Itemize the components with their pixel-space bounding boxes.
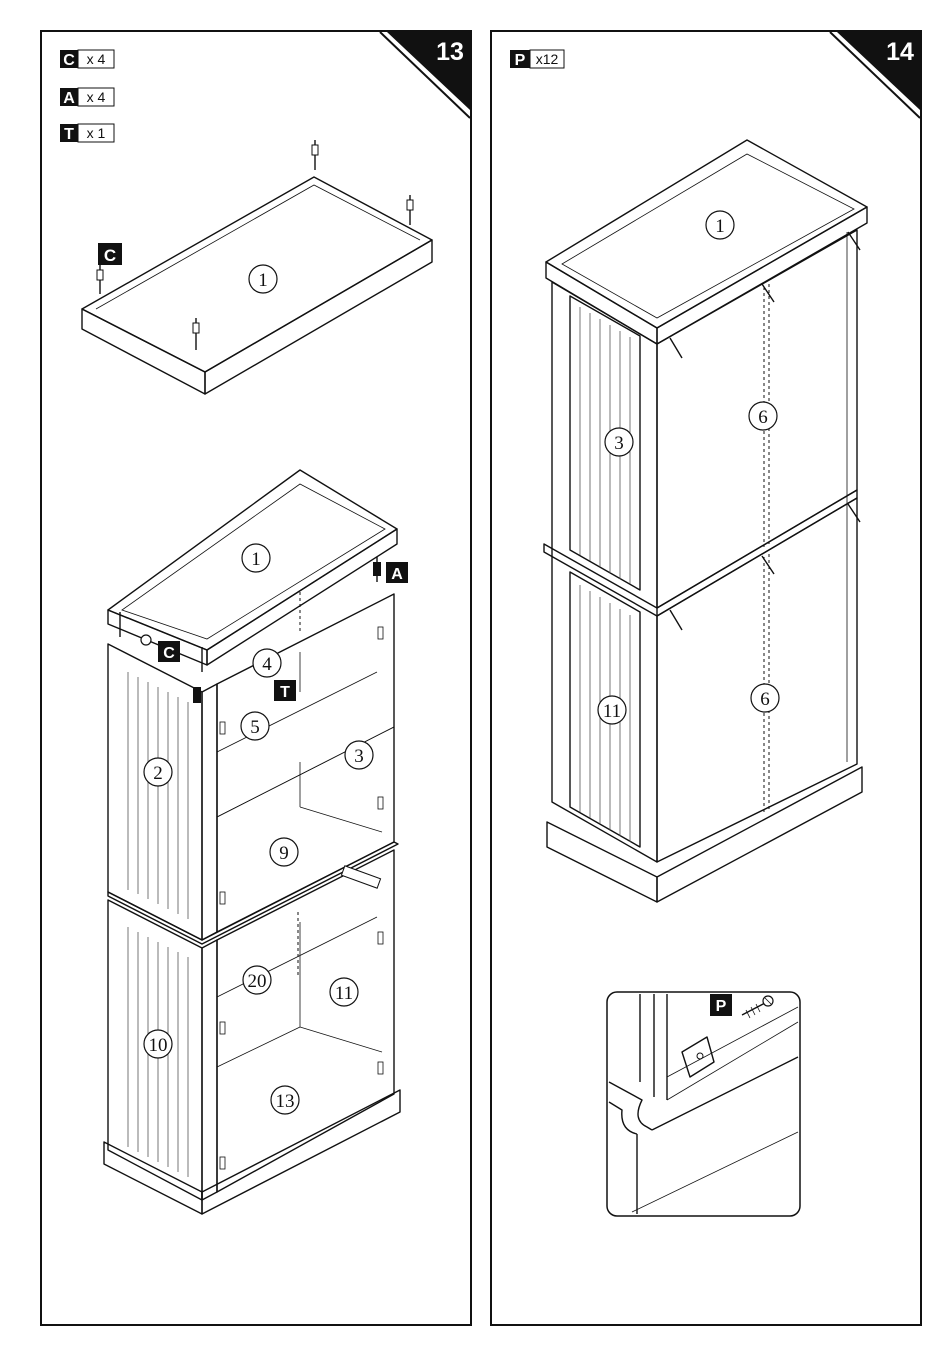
plinth-front	[657, 767, 862, 902]
part-t-code: T	[64, 126, 74, 143]
part-3-label: 3	[605, 428, 633, 456]
part-c-badge: C x 4	[60, 50, 114, 69]
part-11-label: 11	[598, 696, 626, 724]
part-1-number: 1	[258, 270, 268, 291]
part-p-qty: x12	[536, 51, 559, 67]
plinth-front	[202, 1090, 400, 1214]
part-1-label: 1	[249, 265, 277, 293]
hinge-mark	[220, 892, 225, 904]
middle-band	[108, 842, 398, 944]
part-p-badge: P x12	[510, 50, 564, 69]
part-6-number: 6	[758, 407, 768, 428]
part-c-label: C	[104, 246, 116, 265]
hinge-mark	[220, 1022, 225, 1034]
part-5-number: 5	[250, 717, 260, 738]
inset-detail: P	[607, 992, 800, 1216]
part-9-number: 9	[279, 843, 289, 864]
part-t-callout: T	[274, 680, 296, 701]
part-11-number: 11	[335, 983, 353, 1004]
step-14-illustration: 14 P x12	[492, 32, 920, 1324]
shelf-rail	[341, 866, 380, 888]
part-c-code: C	[63, 52, 75, 69]
part-c-callout: C	[98, 243, 122, 265]
part-11-number: 11	[603, 701, 621, 722]
top-panel-detail: C 1	[82, 140, 432, 394]
hinge-mark	[220, 722, 225, 734]
step-number: 14	[886, 38, 914, 66]
cabinet-assembly: A C T 1 4 5 3 2 9 20 11 10 13	[104, 470, 408, 1214]
plinth-side	[104, 1142, 202, 1214]
screw-markers	[670, 232, 860, 630]
part-10-number: 10	[149, 1035, 168, 1056]
part-1-number: 1	[715, 216, 725, 237]
hinge-mark	[220, 1157, 225, 1169]
part-c-label: C	[163, 645, 175, 662]
part-p-code: P	[515, 52, 526, 69]
hinge-mark	[378, 932, 383, 944]
middle-band	[544, 490, 857, 616]
part-1-label: 1	[242, 544, 270, 572]
hinge-mark	[378, 1062, 383, 1074]
part-4-number: 4	[262, 654, 272, 675]
part-2-label: 2	[144, 758, 172, 786]
step-13-panel: 13 C x 4 A x 4 T x 1	[40, 30, 472, 1326]
part-3-number: 3	[614, 433, 624, 454]
step-number: 13	[436, 38, 464, 66]
hinge-mark	[378, 797, 383, 809]
parts-list: C x 4 A x 4 T x 1	[60, 50, 114, 143]
part-2-number: 2	[153, 763, 163, 784]
part-9-label: 9	[270, 838, 298, 866]
part-c-qty: x 4	[87, 51, 106, 67]
part-1-label: 1	[706, 211, 734, 239]
part-6-label: 6	[751, 684, 779, 712]
part-p-callout: P	[710, 994, 732, 1016]
part-3-label: 3	[345, 741, 373, 769]
part-13-number: 13	[276, 1091, 295, 1112]
part-a-badge: A x 4	[60, 88, 114, 107]
part-a-qty: x 4	[87, 89, 106, 105]
lower-carcass	[104, 850, 400, 1214]
part-4-label: 4	[253, 649, 281, 677]
part-a-code: A	[63, 90, 75, 107]
part-t-qty: x 1	[87, 125, 106, 141]
part-20-number: 20	[248, 971, 267, 992]
back-panel-lower	[657, 498, 857, 862]
side-panel-grooves	[128, 672, 188, 919]
step-14-panel: 14 P x12	[490, 30, 922, 1326]
part-a-label: A	[391, 566, 403, 583]
part-13-label: 13	[271, 1086, 299, 1114]
cabinet-back-view: 1 3 6 11 6	[544, 140, 867, 902]
side-panel	[552, 282, 657, 862]
dowel-pins	[97, 140, 413, 350]
hinge-mark	[378, 627, 383, 639]
part-t-label: T	[280, 684, 290, 701]
part-1-number: 1	[251, 549, 261, 570]
part-t-badge: T x 1	[60, 124, 114, 143]
part-10-label: 10	[144, 1030, 172, 1058]
step-number-corner: 14	[830, 32, 920, 118]
part-a-callout: A	[386, 562, 408, 583]
part-3-number: 3	[354, 746, 364, 767]
part-20-label: 20	[243, 966, 271, 994]
side-panel-grooves	[580, 307, 630, 842]
part-11-label: 11	[330, 978, 358, 1006]
part-6-number: 6	[760, 689, 770, 710]
part-6-label: 6	[749, 402, 777, 430]
step-number-corner: 13	[380, 32, 470, 118]
step-13-illustration: 13 C x 4 A x 4 T x 1	[42, 32, 470, 1324]
part-c-callout: C	[158, 641, 180, 662]
part-5-label: 5	[241, 712, 269, 740]
part-p-label: P	[716, 998, 727, 1015]
